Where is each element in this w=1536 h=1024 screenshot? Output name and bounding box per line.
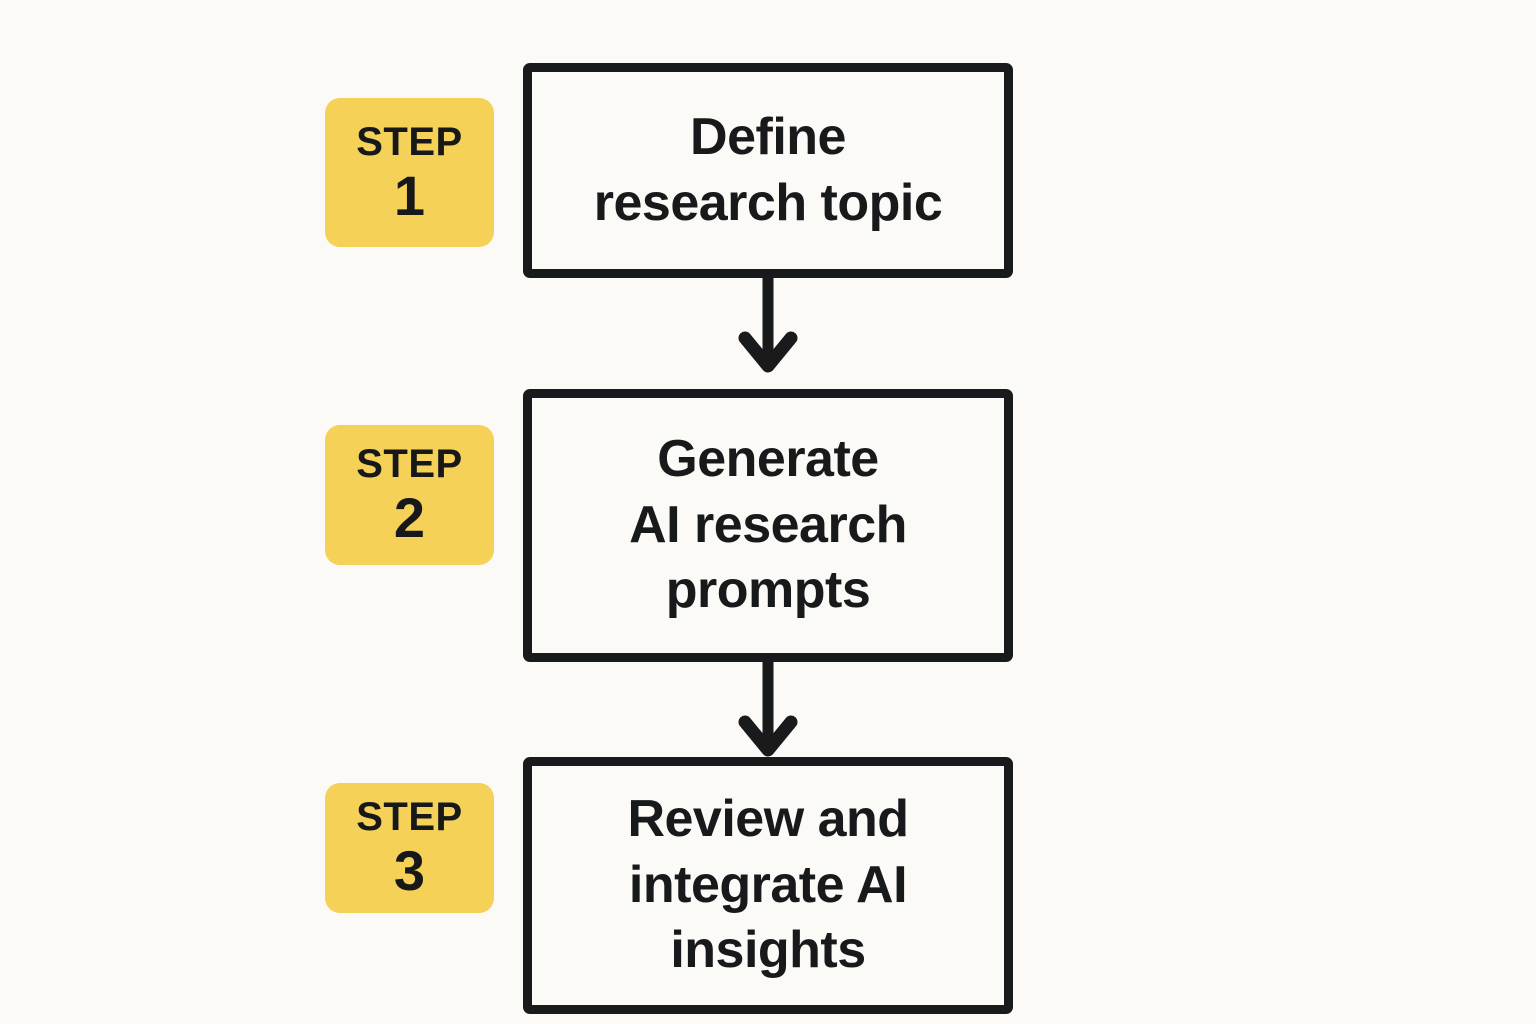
down-arrow-icon-1 [738,278,798,373]
step-badge-2-word: STEP [356,442,463,486]
process-box-2[interactable]: Generate AI research prompts [523,389,1013,662]
process-box-3-label: Review and integrate AI insights [627,790,909,980]
process-box-2-label: Generate AI research prompts [629,430,907,620]
step-badge-3-word: STEP [356,795,463,839]
connector-arrow-2-to-3 [733,660,803,760]
step-badge-3-number: 3 [393,839,426,902]
connector-arrow-1-to-2 [733,276,803,376]
step-badge-2[interactable]: STEP 2 [325,425,494,565]
down-arrow-icon-2 [738,662,798,757]
step-badge-3[interactable]: STEP 3 [325,783,494,913]
step-badge-1[interactable]: STEP 1 [325,98,494,247]
process-box-3[interactable]: Review and integrate AI insights [523,757,1013,1014]
process-box-1[interactable]: Define research topic [523,63,1013,278]
process-box-1-label: Define research topic [593,107,943,232]
step-badge-1-word: STEP [356,119,463,164]
step-badge-2-number: 2 [393,486,426,549]
step-badge-1-number: 1 [393,163,426,227]
